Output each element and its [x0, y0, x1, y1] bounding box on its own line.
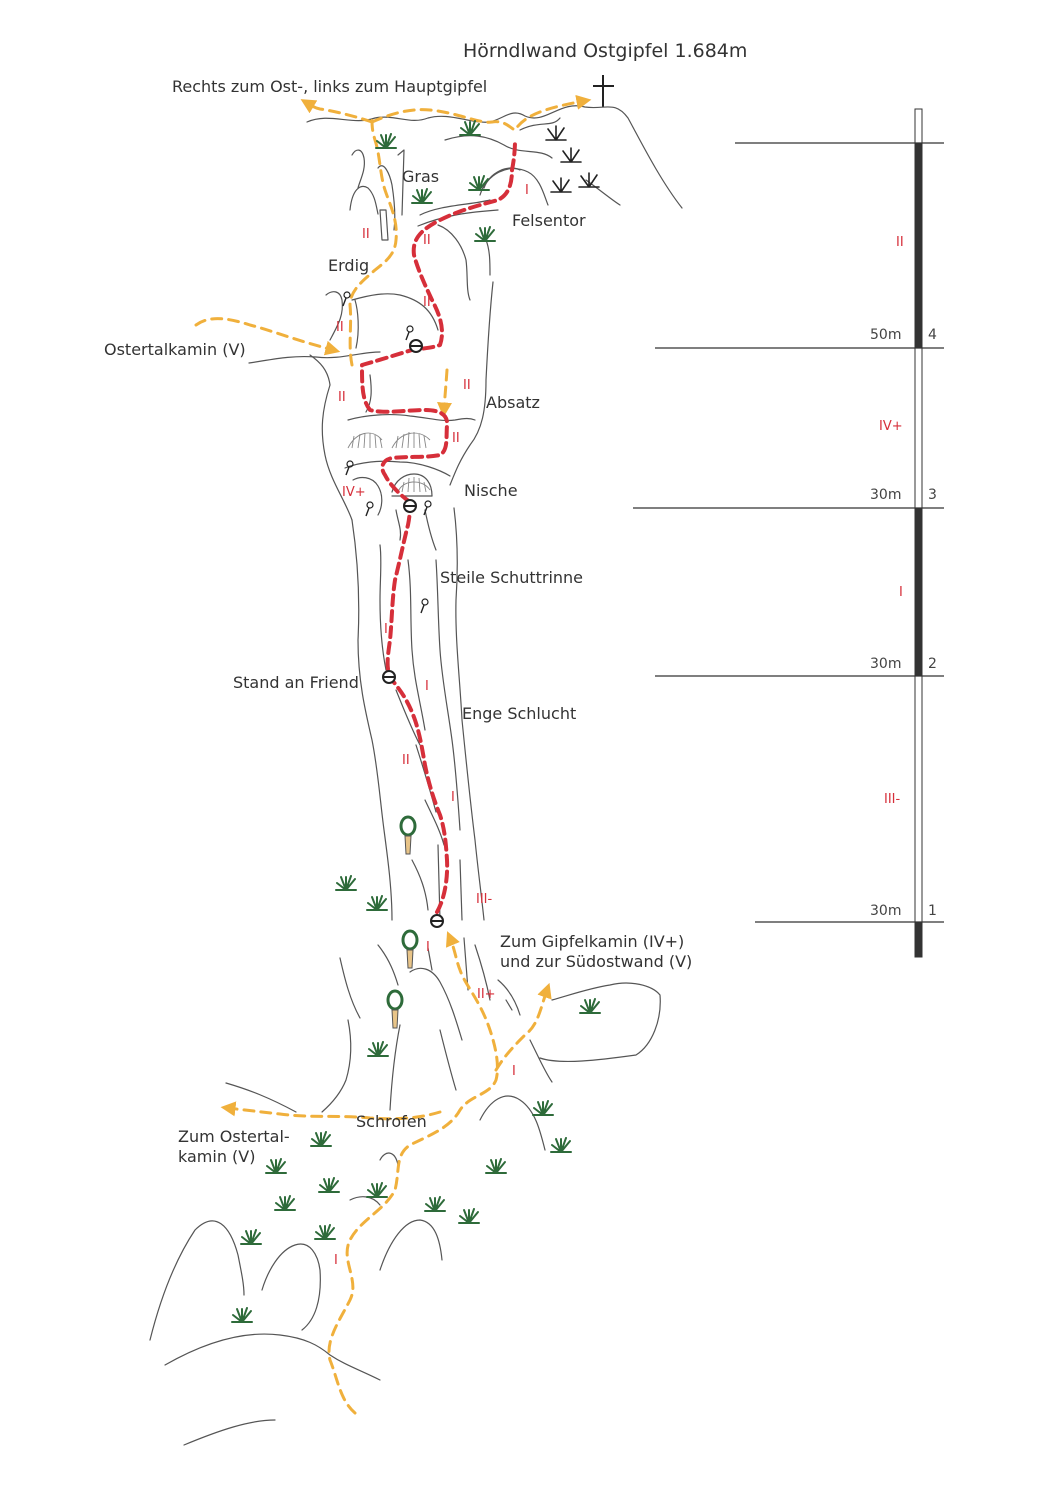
grass-icon	[560, 147, 582, 163]
grass-icon	[240, 1229, 262, 1245]
approach-path	[194, 94, 592, 1415]
pitch-ruler	[633, 108, 944, 958]
pitch-4-grade: II	[896, 235, 904, 250]
grade-label: III-	[476, 892, 493, 907]
grade-label: II	[463, 378, 471, 393]
grade-label: I	[451, 790, 455, 805]
grade-label: I	[384, 622, 388, 637]
grade-label: II	[402, 753, 410, 768]
belay-station-icon	[403, 499, 417, 513]
grade-label: IV+	[342, 485, 366, 500]
grass-icon	[367, 1041, 389, 1057]
belay-station-icon	[430, 914, 444, 928]
grass-icon	[550, 1137, 572, 1153]
schrofen-label: Schrofen	[356, 1112, 427, 1131]
piton-icon	[405, 325, 414, 341]
pitch-3-grade: IV+	[879, 419, 903, 434]
grass-icon	[579, 998, 601, 1014]
grade-label: I	[525, 183, 529, 198]
grass-icon	[458, 1208, 480, 1224]
grade-label: II+	[477, 987, 496, 1002]
gipfelkamin-label-2: und zur Südostwand (V)	[500, 952, 692, 971]
pitch-2-number: 2	[928, 656, 937, 672]
climbing-route	[360, 138, 517, 914]
grass-icon	[274, 1195, 296, 1211]
grass-icon	[485, 1158, 507, 1174]
pitch-1-number: 1	[928, 903, 937, 919]
zum-ostertal-label-2: kamin (V)	[178, 1147, 255, 1166]
grass-icon	[474, 226, 496, 242]
grade-label: II	[452, 431, 460, 446]
grass-icon	[265, 1158, 287, 1174]
summit-cross-icon	[593, 75, 614, 107]
grass-icon	[366, 895, 388, 911]
grass-icon	[335, 875, 357, 891]
pitch-3-number: 3	[928, 487, 937, 503]
gras-label: Gras	[402, 167, 439, 186]
absatz-label: Absatz	[486, 393, 540, 412]
pitch-2-length: 30m	[870, 656, 901, 672]
grade-label: II	[423, 233, 431, 248]
piton-icon	[420, 598, 429, 614]
pitch-4-number: 4	[928, 327, 937, 343]
piton-icon	[345, 460, 354, 476]
piton-icon	[423, 500, 432, 516]
tree-icon	[399, 815, 417, 856]
pitch-1-length: 30m	[870, 903, 901, 919]
grass-icon	[424, 1196, 446, 1212]
grade-label: II	[336, 320, 344, 335]
felsentor-label: Felsentor	[512, 211, 586, 230]
belay-station-icon	[382, 670, 396, 684]
rock-outline	[149, 105, 683, 1446]
grade-label: II	[338, 390, 346, 405]
enge-schlucht-label: Enge Schlucht	[462, 704, 576, 723]
gipfelkamin-label-1: Zum Gipfelkamin (IV+)	[500, 932, 684, 951]
schuttrinne-label: Steile Schuttrinne	[440, 568, 583, 587]
grade-label: I	[425, 679, 429, 694]
grass-icon	[578, 172, 600, 188]
piton-icon	[365, 501, 374, 517]
grass-icon	[550, 177, 572, 193]
overhang-hatching	[347, 431, 431, 493]
zum-ostertal-label-1: Zum Ostertal-	[178, 1127, 290, 1146]
grass-icon	[459, 120, 481, 136]
grade-label: I	[512, 1064, 516, 1079]
grass-icon	[532, 1100, 554, 1116]
grass-icon	[545, 125, 567, 141]
grade-label: I	[426, 940, 430, 955]
grass-icon	[310, 1131, 332, 1147]
pitch-1-grade: III-	[884, 792, 901, 807]
grade-label: I	[334, 1253, 338, 1268]
grass-icon	[318, 1177, 340, 1193]
grass-icon	[411, 188, 433, 204]
stand-friend-label: Stand an Friend	[233, 673, 359, 692]
tree-icon	[401, 929, 419, 970]
grade-label: II	[362, 227, 370, 242]
belay-station-icon	[409, 339, 423, 353]
nische-label: Nische	[464, 481, 518, 500]
grass-icon	[314, 1224, 336, 1240]
ostertalkamin-label: Ostertalkamin (V)	[104, 340, 246, 359]
top-exit-label: Rechts zum Ost-, links zum Hauptgipfel	[172, 77, 487, 96]
grass-icon	[375, 133, 397, 149]
grass-icon	[468, 175, 490, 191]
pitch-3-length: 30m	[870, 487, 901, 503]
erdig-label: Erdig	[328, 256, 369, 275]
grade-label: II	[423, 295, 431, 310]
page-title: Hörndlwand Ostgipfel 1.684m	[463, 40, 747, 62]
grass-icon	[366, 1182, 388, 1198]
pitch-4-length: 50m	[870, 327, 901, 343]
grass-icon	[231, 1307, 253, 1323]
pitch-2-grade: I	[899, 585, 903, 600]
tree-icon	[386, 989, 404, 1030]
